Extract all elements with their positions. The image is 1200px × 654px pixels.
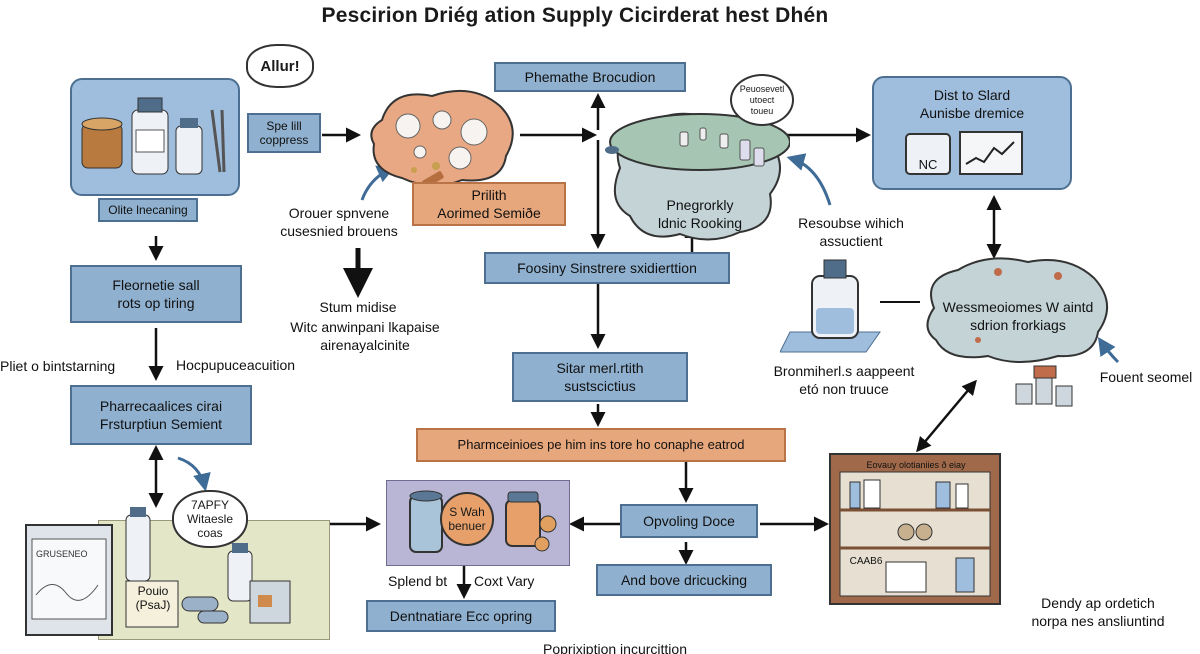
label-bottom: Poprixiption incurcittion <box>543 641 687 654</box>
box-phemathe-label: Phemathe Brocudion <box>524 69 656 85</box>
label-pouio: Pouio (PsaJ) <box>135 584 171 612</box>
box-sitar-label: Sitar merl.rtith sustscictius <box>556 360 644 394</box>
arrow-cloud-right-to-shelf <box>916 379 977 453</box>
panel-nc-label: NC <box>918 157 938 172</box>
cloud-wessmeoiomes-label: Wessmeoiomes W aintd sdrion frorkiags <box>942 299 1094 333</box>
box-phemathe: Phemathe Brocudion <box>494 62 686 92</box>
label-coxt: Coxt Vary <box>474 573 535 589</box>
box-spe-lill: Spe lill coppress <box>247 113 321 153</box>
label-wite: Witc anwinpani lkapaise airenayalcinite <box>290 319 440 353</box>
box-and-bove: And bove dricucking <box>596 564 772 596</box>
box-prilith-label: Prilith Aorimed Semiðe <box>437 187 541 221</box>
central-cloud-illustration <box>605 112 790 241</box>
box-olite-label: Olite lnecaning <box>108 203 188 217</box>
label-hoc: Hocpupuceacuition <box>176 357 296 373</box>
box-pharmecalices: Pharrecaalices cirai Frsturptiun Semient <box>70 385 252 445</box>
bubble-cloud: Peuosevetl utoect toueu <box>730 74 794 126</box>
callout-allur: Allur! <box>246 44 314 88</box>
panel-dist-label: Dist to Slard Aunisbe dremice <box>919 87 1025 121</box>
box-pharmceinioes-label: Pharmceinioes pe him ins tore ho conaphe… <box>457 437 745 452</box>
cylinders-illustration <box>1015 365 1073 407</box>
box-fleornetie: Fleornetie sall rots op tiring <box>70 265 242 323</box>
lab-equipment-illustration: GRUSENEO <box>25 507 291 636</box>
arrow-curve-fouent <box>1098 337 1120 364</box>
box-fleornetie-label: Fleornetie sall rots op tiring <box>112 277 200 311</box>
box-pharmecalices-label: Pharrecaalices cirai Frsturptiun Semient <box>99 398 223 432</box>
shelf-cabinet-illustration <box>829 453 1001 605</box>
pharmacy-supplies-panel <box>70 78 240 196</box>
shelf-caab-label: CAAB6 <box>849 556 883 567</box>
box-opvoling-label: Opvoling Doce <box>643 513 735 529</box>
box-opvoling: Opvoling Doce <box>620 504 758 538</box>
label-splend: Splend bt <box>388 573 448 589</box>
right-cloud-illustration <box>926 257 1109 363</box>
bubble-cloud-label: Peuosevetl utoect toueu <box>739 83 785 116</box>
label-resoubse: Resoubse wihich assuctient <box>798 215 904 249</box>
label-dendy: Dendy ap ordetich norpa nes ansliuntind <box>1031 595 1165 629</box>
arrow-curve-left <box>177 456 211 492</box>
bottle-illustration <box>780 259 881 353</box>
monitor-illustration <box>905 131 1023 175</box>
bubble-7apfy: 7APFY Witaesle coas <box>172 490 248 548</box>
bubble-7apfy-label: 7APFY Witaesle coas <box>186 498 233 540</box>
box-foosiny-label: Foosiny Sinstrere sxidierttion <box>517 260 697 276</box>
bubble-swah: S Wah benuer <box>440 492 494 546</box>
label-fouent: Fouent seomel <box>1099 369 1193 385</box>
box-and-bove-label: And bove dricucking <box>620 572 748 588</box>
board-label: GRUSENEO <box>36 549 88 559</box>
pills-cloud-illustration <box>370 89 514 188</box>
box-prilith: Prilith Aorimed Semiðe <box>412 182 566 226</box>
box-spe-lill-label: Spe lill coppress <box>259 119 309 147</box>
label-stum: Stum midise <box>319 299 397 315</box>
shelf-top-label: Eovauy olotianiies ð eiay <box>866 460 966 470</box>
label-pliet: Pliet o bintstarning <box>0 358 116 374</box>
callout-allur-label: Allur! <box>260 57 300 75</box>
arrow-curve-resoubse <box>786 153 832 206</box>
supplies-illustration <box>81 97 226 175</box>
box-olite: Olite lnecaning <box>98 198 198 222</box>
label-bronmiherl: Bronmiherl.s aappeent etó non truuce <box>773 363 915 397</box>
jars-illustration <box>409 490 557 553</box>
box-pharmceinioes: Pharmceinioes pe him ins tore ho conaphe… <box>416 428 786 462</box>
box-dentnatiare-label: Dentnatiare Ecc opring <box>389 608 533 624</box>
box-foosiny: Foosiny Sinstrere sxidierttion <box>484 252 730 284</box>
label-pnegrorkly: Pnegrorkly ldnic Rooking <box>657 197 743 231</box>
bubble-swah-label: S Wah benuer <box>448 505 486 533</box>
label-orouer: Orouer spnvene cusesnied brouens <box>280 205 398 239</box>
box-dentnatiare: Dentnatiare Ecc opring <box>366 600 556 632</box>
diagram-title: Pescirion Driég ation Supply Cicirderat … <box>321 4 829 27</box>
box-sitar: Sitar merl.rtith sustscictius <box>512 352 688 402</box>
